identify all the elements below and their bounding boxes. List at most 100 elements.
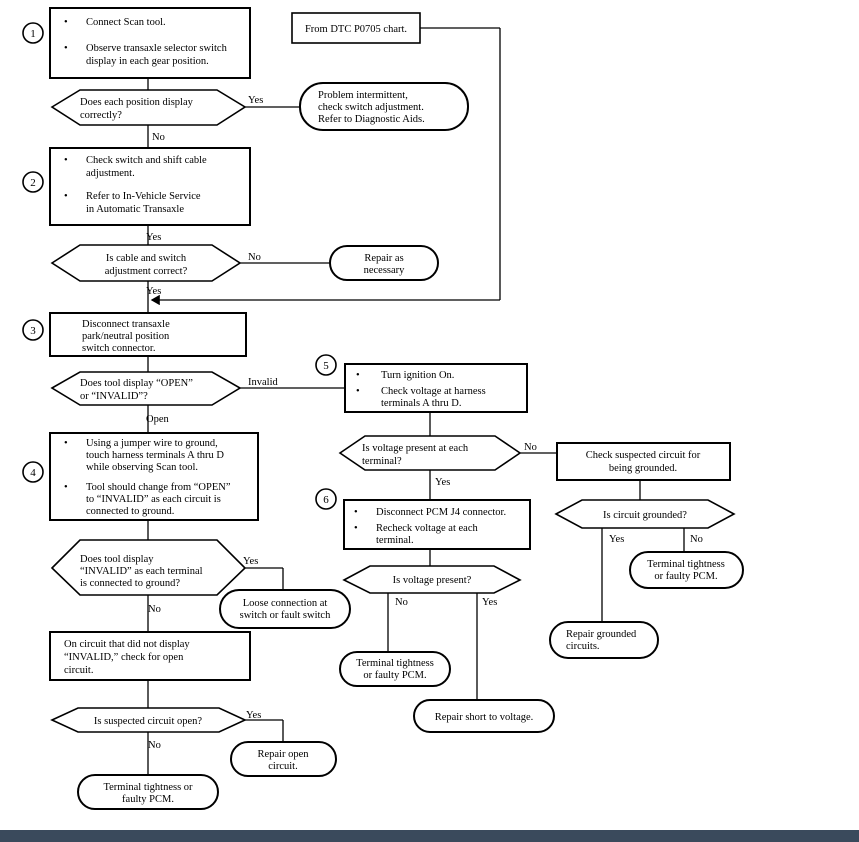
svg-text:•: • — [64, 17, 68, 28]
box6-line3: terminal. — [376, 535, 414, 546]
box-step-3: Disconnect transaxle park/neutral positi… — [49, 312, 247, 357]
svg-text:•: • — [356, 386, 360, 397]
svg-text:•: • — [64, 155, 68, 166]
end-1: Problem intermittent, check switch adjus… — [299, 82, 469, 131]
grounded-line1: Check suspected circuit for — [586, 450, 701, 461]
d2-line1: Is cable and switch — [106, 253, 187, 264]
e8-line1: Repair open — [257, 749, 309, 760]
e2-line1: Repair as — [364, 253, 403, 264]
d4-line3: is connected to ground? — [80, 578, 180, 589]
dtc-text: From DTC P0705 chart. — [305, 24, 407, 35]
d6-text: Is voltage present? — [393, 575, 472, 586]
box5-line2: Check voltage at harness — [381, 386, 486, 397]
label-yes-d8: Yes — [246, 710, 261, 721]
label-no-d6: No — [395, 597, 408, 608]
label-invalid-d3: Invalid — [248, 377, 278, 388]
box-step-6: • Disconnect PCM J4 connector. • Recheck… — [343, 499, 531, 550]
end-3: Loose connection at switch or fault swit… — [219, 589, 351, 629]
connector-lines — [147, 27, 685, 775]
decision-8: Is suspected circuit open? — [50, 707, 247, 733]
step-circle-3 — [22, 319, 44, 341]
box2-line1: Check switch and shift cable — [86, 155, 207, 166]
svg-text:•: • — [356, 370, 360, 381]
e4-line1: Terminal tightness — [356, 658, 434, 669]
e3-line2: switch or fault switch — [240, 610, 331, 621]
branch-labels: Yes No Yes No Yes Invalid Open Yes No Ye… — [146, 95, 703, 751]
bottom-bar — [0, 830, 859, 842]
label-yes-d5: Yes — [435, 477, 450, 488]
e9-line1: Terminal tightness or — [103, 782, 193, 793]
box2-line2: adjustment. — [86, 168, 135, 179]
box3-line3: switch connector. — [82, 343, 155, 354]
step-circle-5 — [315, 354, 337, 376]
end-4: Terminal tightness or faulty PCM. — [339, 651, 451, 687]
d3-line2: or “INVALID”? — [80, 391, 148, 402]
label-open-d3: Open — [146, 414, 169, 425]
box-step-4: • Using a jumper wire to ground, touch h… — [49, 432, 259, 521]
decision-6: Is voltage present? — [342, 565, 522, 594]
box3-line2: park/neutral position — [82, 331, 170, 342]
label-yes-d1: Yes — [248, 95, 263, 106]
svg-text:•: • — [64, 43, 68, 54]
e6-line1: Terminal tightness — [647, 559, 725, 570]
label-no-d2: No — [248, 252, 261, 263]
svg-text:•: • — [354, 523, 358, 534]
step-number-5: 5 — [323, 360, 329, 372]
box7-line1: On circuit that did not display — [64, 639, 190, 650]
step-number-2: 2 — [30, 177, 36, 189]
label-yes-d4: Yes — [243, 556, 258, 567]
label-yes-d7: Yes — [609, 534, 624, 545]
box-step-5: • Turn ignition On. • Check voltage at h… — [344, 363, 528, 413]
d5-line2: terminal? — [362, 456, 402, 467]
e1-line3: Refer to Diagnostic Aids. — [318, 114, 425, 125]
e7-line1: Repair grounded — [566, 629, 637, 640]
label-yes-d2: Yes — [146, 286, 161, 297]
step-circle-6 — [315, 488, 337, 510]
end-7: Repair grounded circuits. — [549, 621, 659, 659]
step-circle-1 — [22, 22, 44, 44]
label-no-d1: No — [152, 132, 165, 143]
label-no-d4: No — [148, 604, 161, 615]
d4-line2: “INVALID” as each terminal — [80, 566, 203, 577]
e2-line2: necessary — [364, 265, 406, 276]
svg-text:•: • — [354, 507, 358, 518]
e6-line2: or faulty PCM. — [654, 571, 717, 582]
box1-line1: Connect Scan tool. — [86, 17, 166, 28]
box4-line4: Tool should change from “OPEN” — [86, 482, 231, 493]
d8-text: Is suspected circuit open? — [94, 716, 203, 727]
decision-2: Is cable and switch adjustment correct? — [50, 244, 242, 282]
box2-line4: in Automatic Transaxle — [86, 204, 184, 215]
decision-3: Does tool display “OPEN” or “INVALID”? — [50, 371, 242, 406]
decision-7: Is circuit grounded? — [554, 499, 736, 529]
step-number-3: 3 — [30, 325, 36, 337]
label-no-d7: No — [690, 534, 703, 545]
box1-line2: Observe transaxle selector switch — [86, 43, 228, 54]
end-6: Terminal tightness or faulty PCM. — [629, 551, 744, 589]
label-no-d8: No — [148, 740, 161, 751]
d5-line1: Is voltage present at each — [362, 443, 469, 454]
end-5: Repair short to voltage. — [413, 699, 555, 733]
box-step-1: • Connect Scan tool. • Observe transaxle… — [49, 7, 251, 79]
label-yes-step2: Yes — [146, 232, 161, 243]
step-markers: 1 2 3 4 5 6 — [22, 22, 337, 510]
svg-text:•: • — [64, 482, 68, 493]
d4-line1: Does tool display — [80, 554, 154, 565]
box4-line6: connected to ground. — [86, 506, 174, 517]
box7-line2: “INVALID,” check for open — [64, 652, 184, 663]
decision-1: Does each position display correctly? — [50, 89, 247, 126]
step-number-4: 4 — [30, 467, 36, 479]
e3-line1: Loose connection at — [243, 598, 328, 609]
label-no-d5: No — [524, 442, 537, 453]
box4-line5: to “INVALID” as each circuit is — [86, 494, 221, 505]
d1-line2: correctly? — [80, 110, 122, 121]
end-9: Terminal tightness or faulty PCM. — [77, 774, 219, 810]
svg-text:•: • — [64, 438, 68, 449]
step-circle-2 — [22, 171, 44, 193]
box6-line2: Recheck voltage at each — [376, 523, 478, 534]
grounded-line2: being grounded. — [609, 463, 677, 474]
box-step-2: • Check switch and shift cable adjustmen… — [49, 147, 251, 226]
svg-text:•: • — [64, 191, 68, 202]
box6-line1: Disconnect PCM J4 connector. — [376, 507, 506, 518]
step-circle-4 — [22, 461, 44, 483]
